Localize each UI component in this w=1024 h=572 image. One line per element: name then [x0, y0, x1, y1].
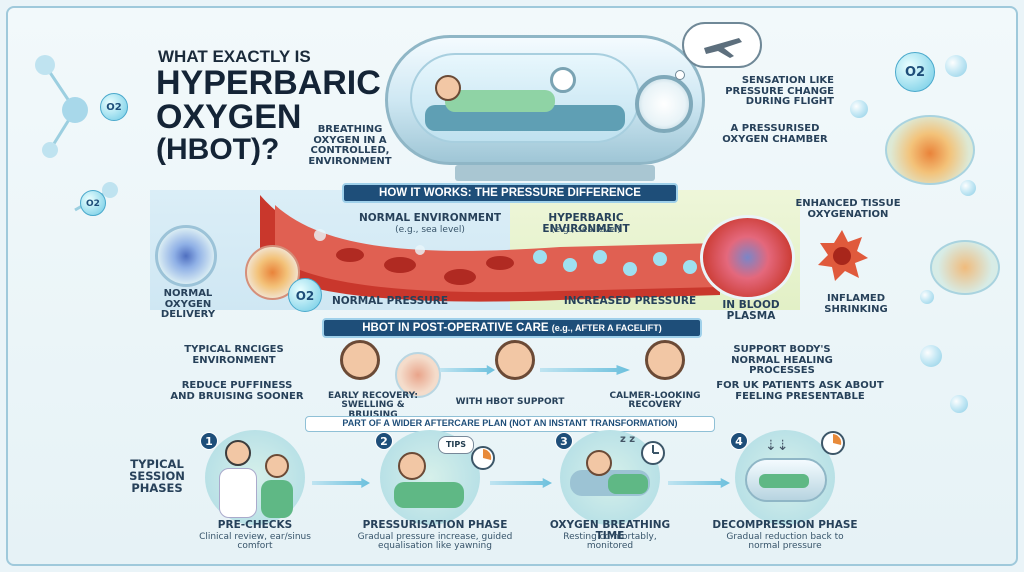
molecule-decoration-left — [35, 55, 118, 212]
cell-icon — [155, 225, 217, 287]
phase-3-number: 3 — [555, 432, 573, 450]
phase-1-number: 1 — [200, 432, 218, 450]
title-line-1: WHAT EXACTLY IS — [158, 47, 311, 66]
bruise-zoom-icon — [395, 352, 441, 398]
phase-2-desc: Gradual pressure increase, guided equali… — [357, 532, 513, 552]
normal-pressure-label: NORMAL PRESSURE — [331, 295, 449, 307]
postop-banner-sub: (e.g., AFTER A FACELIFT) — [551, 323, 662, 333]
thought-cloud — [682, 22, 762, 68]
cell-icon — [930, 240, 1000, 295]
phase-2-number: 2 — [375, 432, 393, 450]
title-line-3: OXYGEN — [156, 98, 302, 136]
bubble-icon — [850, 100, 868, 118]
enhanced-label: ENHANCED TISSUE OXYGENATION — [795, 198, 901, 220]
title-line-4: (HBOT)? — [156, 133, 280, 166]
arrow-icon — [668, 478, 730, 488]
phase-1-title: PRE-CHECKS — [217, 519, 293, 531]
patient-face-icon — [340, 340, 380, 380]
phase-3-title: OXYGEN BREATHING TIME — [549, 519, 671, 543]
arrow-icon — [312, 478, 370, 488]
postop-banner-title: HBOT IN POST-OPERATIVE CARE — [362, 322, 549, 334]
postop-banner: HBOT IN POST-OPERATIVE CARE (e.g., AFTER… — [322, 318, 702, 338]
pressure-banner: HOW IT WORKS: THE PRESSURE DIFFERENCE — [342, 183, 678, 203]
o2-bubble: O2 — [100, 93, 128, 121]
sensation-label: SENSATION LIKE PRESSURE CHANGE DURING FL… — [725, 75, 834, 107]
phase-2-title: PRESSURISATION PHASE — [362, 519, 508, 531]
hyperbaric-environment-label: HYPERBARIC ENVIRONMENT — [542, 212, 630, 236]
aftercare-note: PART OF A WIDER AFTERCARE PLAN (NOT AN I… — [305, 416, 715, 432]
normal-environment-sub: (e.g., sea level) — [395, 225, 465, 235]
o2-bubble: O2 — [80, 190, 106, 216]
phase-1-illustration — [205, 430, 305, 525]
arrow-icon — [490, 478, 552, 488]
postop-right-2: FOR UK PATIENTS ASK ABOUT FEELING PRESEN… — [716, 380, 884, 402]
phase-3-illustration: z z — [560, 430, 660, 525]
normal-delivery-label: NORMAL OXYGEN DELIVERY — [160, 288, 216, 320]
patient-face-icon — [645, 340, 685, 380]
phase-4-illustration: ⇣⇣ — [735, 430, 835, 525]
hyperbaric-chamber-illustration — [355, 35, 715, 185]
bubble-icon — [945, 55, 967, 77]
patient-face-icon — [495, 340, 535, 380]
zzz-text: z z — [620, 434, 636, 445]
phases-label: TYPICAL SESSION PHASES — [129, 457, 185, 496]
cell-icon — [885, 115, 975, 185]
airplane-icon — [704, 38, 742, 58]
bubble-icon — [920, 345, 942, 367]
breathing-label: BREATHING OXYGEN IN A CONTROLLED, ENVIRO… — [308, 124, 392, 167]
inflamed-cell-icon — [818, 230, 868, 281]
o2-bubble: O2 — [288, 278, 322, 312]
blood-vessel-illustration — [260, 195, 720, 302]
clock-icon — [471, 446, 495, 470]
phase-2-illustration: TIPS — [380, 430, 480, 525]
phase-4-desc: Gradual reduction back to normal pressur… — [726, 532, 844, 552]
face-1-label: EARLY RECOVERY: SWELLING & BRUISING — [327, 391, 418, 420]
arrow-icon — [540, 365, 630, 375]
phase-4-number: 4 — [730, 432, 748, 450]
normal-environment-label: NORMAL ENVIRONMENT — [358, 212, 502, 224]
inflamed-label: INFLAMED SHRINKING — [824, 293, 888, 315]
postop-right-1: SUPPORT BODY'S NORMAL HEALING PROCESSES — [731, 344, 833, 376]
bubble-icon — [960, 180, 976, 196]
title-line-2: HYPERBARIC — [156, 64, 381, 102]
clock-icon — [641, 441, 665, 465]
tips-bubble: TIPS — [438, 436, 474, 454]
bubble-icon — [950, 395, 968, 413]
phase-1-desc: Clinical review, ear/sinus comfort — [199, 532, 311, 552]
face-3-label: CALMER-LOOKING RECOVERY — [609, 391, 701, 411]
blood-plasma-label: IN BLOOD PLASMA — [722, 299, 780, 323]
postop-left-2: REDUCE PUFFINESS AND BRUISING SOONER — [170, 380, 304, 402]
arrow-icon — [440, 365, 495, 375]
phase-4-title: DECOMPRESSION PHASE — [712, 519, 858, 531]
down-arrow-icon: ⇣⇣ — [765, 438, 789, 454]
o2-bubble: O2 — [895, 52, 935, 92]
face-2-label: WITH HBOT SUPPORT — [455, 397, 565, 407]
plasma-zoom-circle — [700, 215, 795, 300]
chamber-label: A PRESSURISED OXYGEN CHAMBER — [722, 123, 828, 145]
postop-left-1: TYPICAL RNCIGES ENVIRONMENT — [184, 344, 284, 366]
phase-3-desc: Resting comfortably, monitored — [563, 532, 657, 552]
increased-pressure-label: INCREASED PRESSURE — [563, 295, 697, 307]
hyperbaric-environment-sub: (e.g., sea level) — [551, 225, 621, 235]
thought-dot — [675, 70, 685, 80]
clock-icon — [821, 431, 845, 455]
bubble-icon — [920, 290, 934, 304]
